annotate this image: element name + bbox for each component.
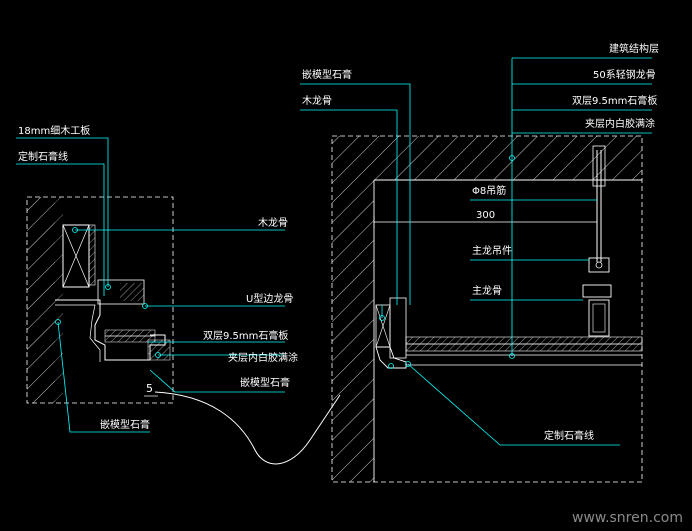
label-plywood: 18mm细木工板 — [18, 124, 90, 137]
label-right-wood-joist: 木龙骨 — [302, 94, 332, 107]
detail-callout-curve — [154, 391, 341, 465]
label-left-cornice: 定制石膏线 — [18, 150, 68, 163]
label-left-inlay-b: 嵌模型石膏 — [100, 418, 150, 431]
label-left-wood-joist: 木龙骨 — [258, 216, 288, 229]
dimension-value: 300 — [476, 210, 495, 221]
left-detail: 18mm细木工板 定制石膏线 木龙骨 U型边龙骨 双层9.5mm石膏板 夹层内白… — [16, 124, 298, 433]
right-cornice-profile — [375, 346, 407, 369]
right-leader-lines — [300, 57, 652, 446]
label-structure: 建筑结构层 — [609, 42, 659, 55]
label-right-double-board: 双层9.5mm石膏板 — [572, 94, 657, 107]
label-hanger-rod: Φ8吊筋 — [472, 184, 506, 197]
left-board-layer — [104, 329, 156, 337]
detail-tag: 5 — [146, 382, 153, 395]
left-leader-lines — [16, 137, 285, 433]
right-detail: 300 嵌模型石膏 木龙骨 建筑结构层 50系轻钢龙骨 双层9.5mm石膏板 夹… — [300, 42, 659, 483]
label-main-keel: 主龙骨 — [472, 284, 502, 297]
label-right-cornice: 定制石膏线 — [544, 429, 594, 442]
label-u-keel: U型边龙骨 — [246, 292, 293, 305]
right-wall-hatch — [332, 180, 374, 482]
left-wall-hatch — [27, 197, 55, 403]
steel-keel — [588, 299, 610, 337]
board-layer-upper — [405, 336, 643, 345]
label-left-double-board: 双层9.5mm石膏板 — [203, 329, 288, 342]
label-right-glue: 夹层内白胶满涂 — [585, 117, 655, 130]
label-hanger-part: 主龙吊件 — [472, 244, 512, 257]
main-keel — [582, 284, 612, 298]
label-left-inlay-a: 嵌模型石膏 — [240, 376, 290, 389]
ceiling-slab-hatch — [332, 136, 642, 180]
label-left-glue: 夹层内白胶满涂 — [228, 351, 298, 364]
board-layer-lower — [405, 343, 643, 352]
label-right-inlay: 嵌模型石膏 — [302, 68, 352, 81]
label-steel-keel: 50系轻钢龙骨 — [593, 68, 656, 81]
watermark: www.snren.com — [572, 510, 683, 526]
hanger-part — [588, 257, 610, 273]
